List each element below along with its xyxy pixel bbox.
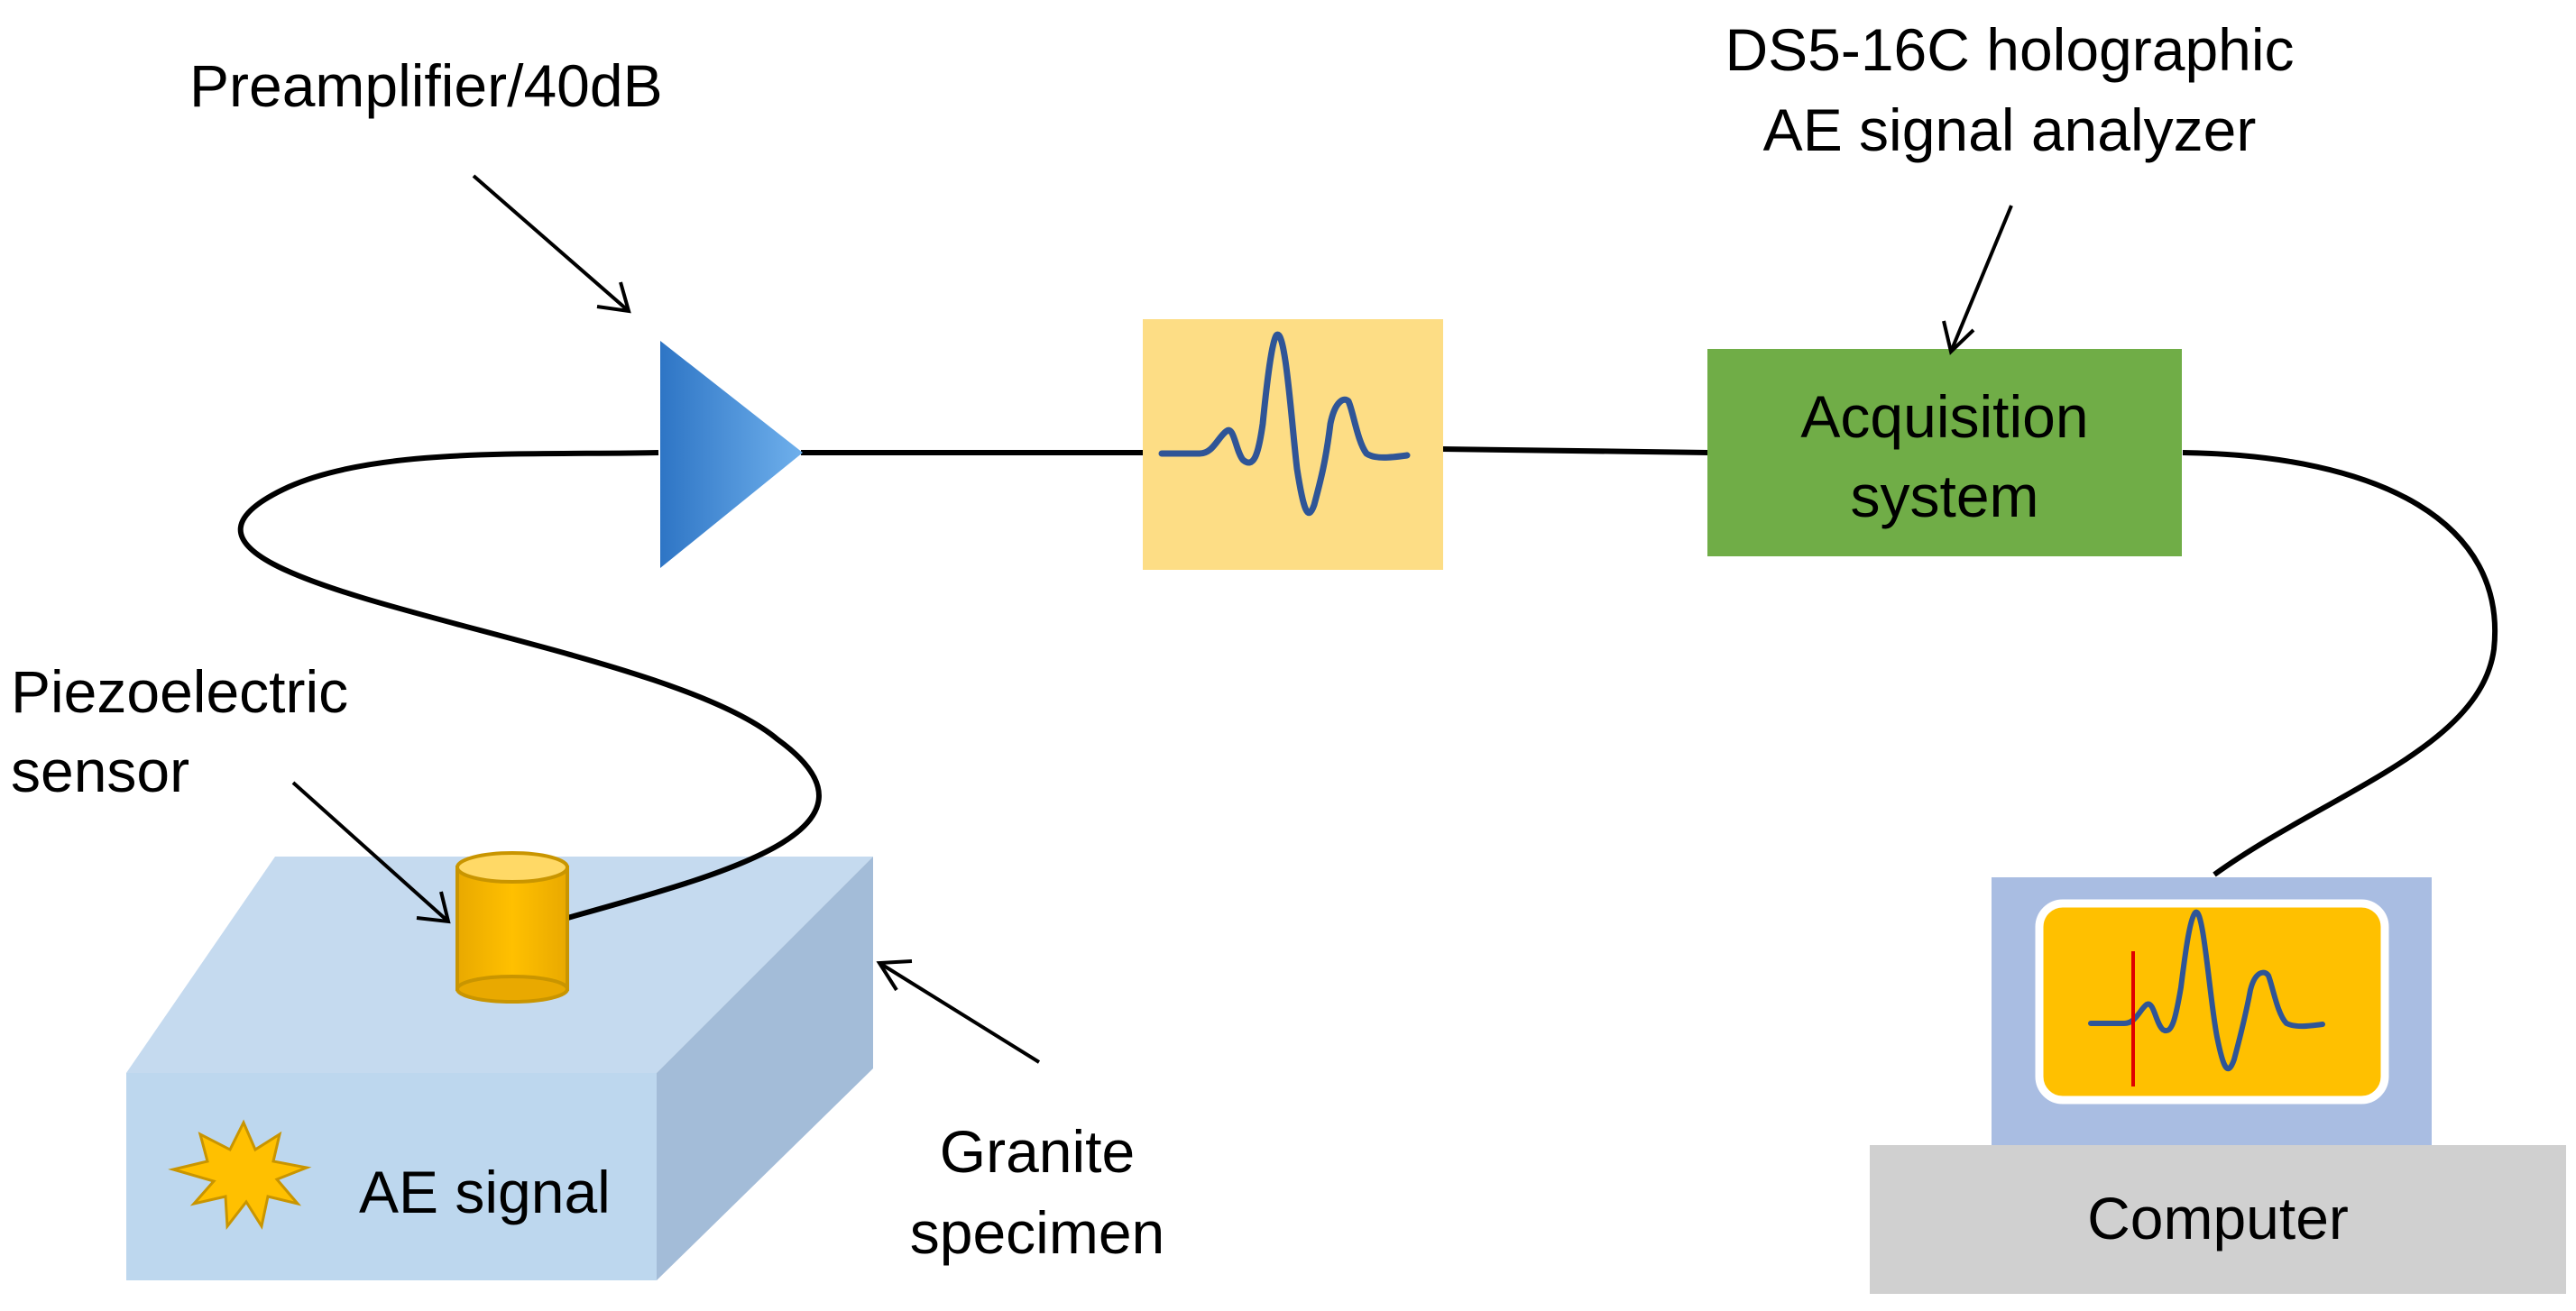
analyzer-label-line1: DS5-16C holographic (1725, 16, 2294, 83)
computer-label: Computer (2087, 1185, 2349, 1251)
sensor-to-preamp-cable (237, 450, 822, 922)
screen-waveform-icon (2088, 909, 2325, 1072)
acquisition-system-box (1707, 349, 2182, 556)
analyzer-label-line2: AE signal analyzer (1763, 96, 2257, 163)
waveform-icon (1158, 331, 1411, 517)
acquisition-label-line1: Acquisition (1800, 383, 2088, 450)
sensor-pointer-arrow (291, 781, 451, 924)
triangle-amplifier-icon (660, 341, 803, 568)
acquisition-label-line2: system (1850, 463, 2038, 529)
sensor-label-line2: sensor (11, 738, 189, 804)
preamp-pointer-arrow (472, 174, 631, 314)
computer (1870, 877, 2566, 1294)
cylinder-sensor-icon (455, 851, 569, 1004)
acquisition-to-computer-cable (2182, 450, 2498, 877)
preamplifier-label: Preamplifier/40dB (189, 52, 663, 119)
specimen-pointer-arrow (876, 959, 1041, 1064)
ae-signal-label: AE signal (359, 1159, 611, 1225)
specimen-side-face (657, 857, 873, 1280)
specimen-label-line2: specimen (910, 1199, 1164, 1266)
analyzer-pointer-arrow (1942, 205, 2013, 355)
starburst-icon (168, 1119, 312, 1231)
sensor-label-line1: Piezoelectric (11, 658, 348, 725)
filter-to-acquisition-cable (1440, 446, 1710, 455)
computer-base (1870, 1145, 2566, 1294)
specimen-label-line1: Granite (940, 1118, 1135, 1185)
